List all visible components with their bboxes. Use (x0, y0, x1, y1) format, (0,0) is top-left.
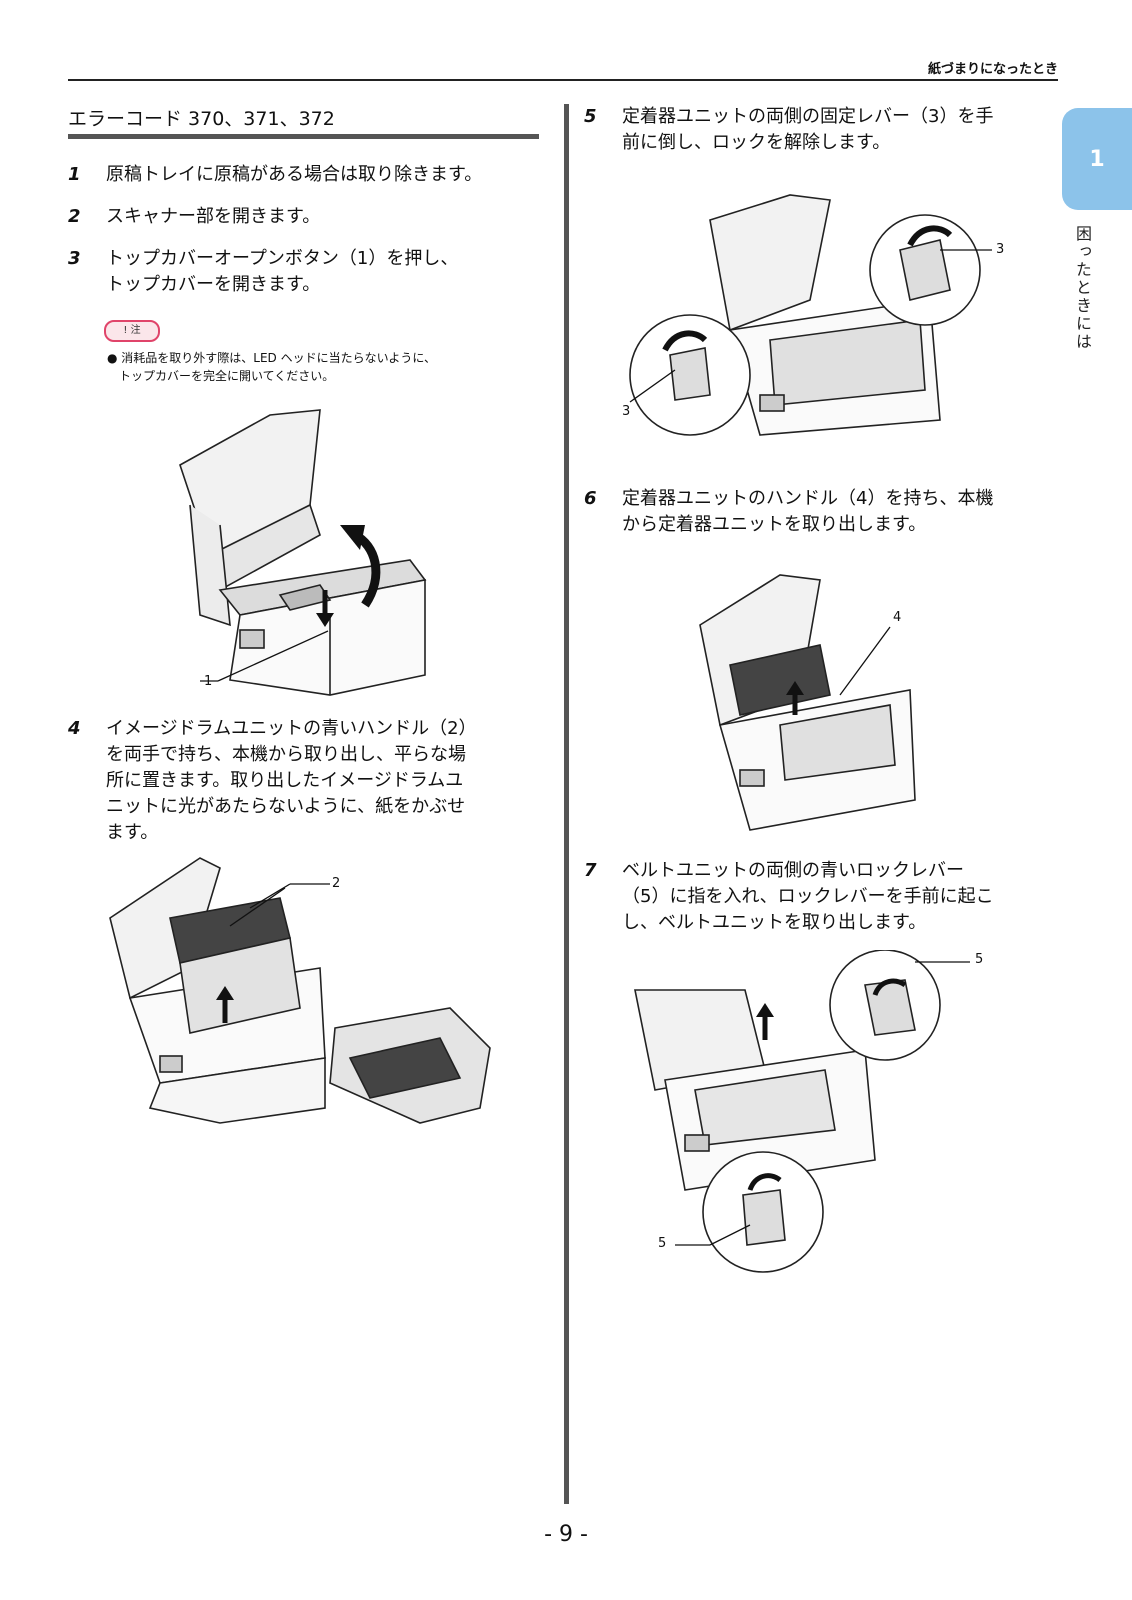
callout-5b: 5 (658, 1236, 667, 1251)
note-text: ● 消耗品を取り外す際は、LED ヘッドに当たらないように、 トップカバーを完全… (107, 349, 537, 385)
chapter-tab-label: 困ったときには (1073, 225, 1092, 351)
step-line: 所に置きます。取り出したイメージドラムユ (106, 770, 464, 791)
step-number: 3 (68, 248, 81, 269)
step-line: ニットに光があたらないように、紙をかぶせ (106, 796, 466, 817)
step-line: トップカバーを開きます。 (106, 274, 321, 295)
page-number: - 9 - (544, 1522, 588, 1547)
note-line: ● 消耗品を取り外す際は、LED ヘッドに当たらないように、 (107, 351, 437, 365)
callout-1: 1 (204, 674, 213, 689)
section-rule (68, 134, 539, 139)
header-rule (68, 79, 1058, 81)
callout-4: 4 (893, 610, 902, 625)
callout-3a: 3 (996, 242, 1005, 257)
callout-5a: 5 (975, 952, 984, 967)
step-number: 2 (68, 206, 81, 227)
figure-top-cover-open (179, 409, 427, 696)
step-number: 6 (584, 488, 597, 509)
step-line: スキャナー部を開きます。 (106, 206, 321, 227)
step-line: イメージドラムユニットの青いハンドル（2） (106, 718, 477, 739)
figure-fuser-levers (629, 194, 992, 436)
step-line: ます。 (106, 822, 159, 843)
step-number: 1 (68, 164, 81, 185)
figure-image-drum-removal (109, 857, 491, 1124)
step-number: 7 (584, 860, 597, 881)
step-number: 4 (68, 718, 81, 739)
step-line: （5）に指を入れ、ロックレバーを手前に起こ (622, 886, 994, 907)
step-line: 定着器ユニットの両側の固定レバー（3）を手 (622, 106, 994, 127)
step-line: ベルトユニットの両側の青いロックレバー (622, 860, 964, 881)
figure-belt-removal (634, 950, 970, 1273)
running-header: 紙づまりになったとき (927, 62, 1058, 77)
step-line: から定着器ユニットを取り出します。 (622, 514, 927, 535)
callout-3b: 3 (622, 404, 631, 419)
step-line: し、ベルトユニットを取り出します。 (622, 912, 927, 933)
column-divider (564, 104, 569, 1504)
step-line: 前に倒し、ロックを解除します。 (622, 132, 891, 153)
note-line: トップカバーを完全に開いてください。 (119, 369, 335, 383)
step-line: 定着器ユニットのハンドル（4）を持ち、本機 (622, 488, 994, 509)
note-badge: ! 注 (104, 320, 160, 342)
figure-fuser-removal (699, 574, 916, 831)
step-line: トップカバーオープンボタン（1）を押し、 (106, 248, 459, 269)
chapter-tab: 1 (1062, 108, 1132, 210)
callout-2: 2 (332, 876, 341, 891)
step-number: 5 (584, 106, 597, 127)
section-title: エラーコード 370、371、372 (68, 108, 335, 130)
step-line: 原稿トレイに原稿がある場合は取り除きます。 (106, 164, 483, 185)
step-line: を両手で持ち、本機から取り出し、平らな場 (106, 744, 466, 765)
